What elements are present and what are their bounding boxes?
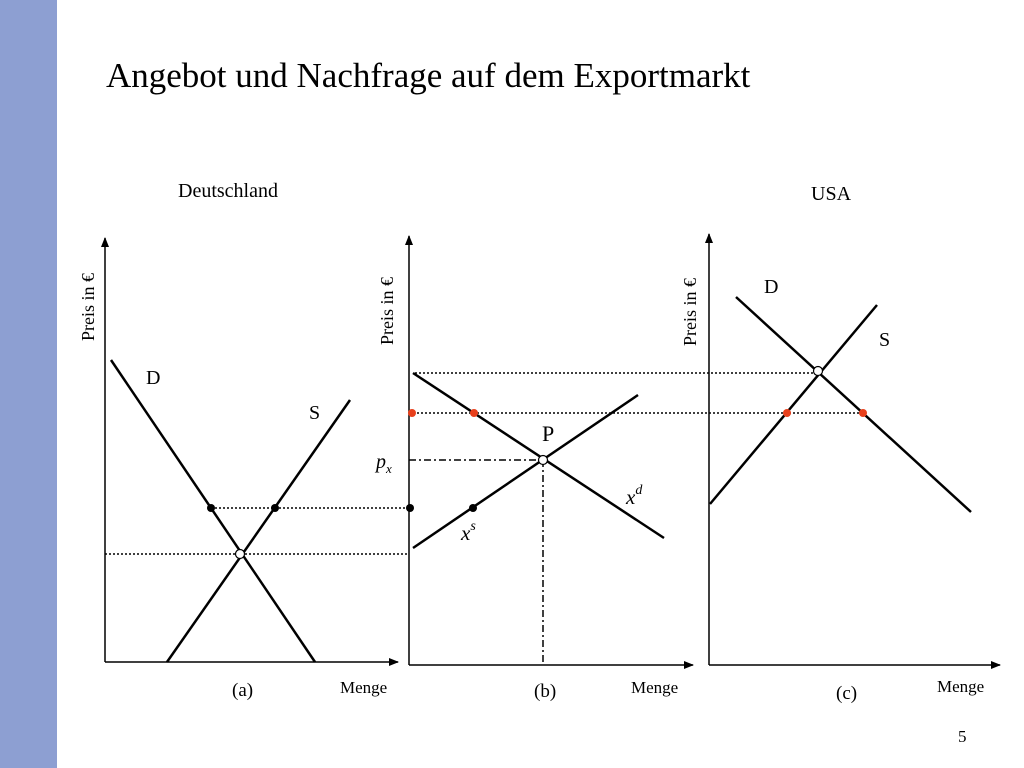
panel-b: Preis in € Menge (b) px P xd xs	[374, 235, 866, 702]
panel-b-demand-highlight-point	[470, 409, 478, 417]
panel-b-y-axis-label: Preis in €	[377, 277, 397, 345]
panel-b-demand-curve	[412, 371, 665, 540]
panel-a-supply-point	[271, 504, 279, 512]
panel-b-axis-highlight-point	[408, 409, 416, 417]
panel-c-country-label: USA	[811, 183, 852, 205]
panel-c-caption: (c)	[836, 683, 857, 704]
panel-c-equilibrium-point	[812, 365, 824, 377]
panel-c-x-axis-label: Menge	[937, 677, 984, 696]
panel-a-equilibrium-point	[234, 548, 246, 560]
panel-c-demand-curve	[735, 296, 972, 513]
panel-b-equilibrium-label: P	[542, 421, 554, 446]
panel-a-country-label: Deutschland	[178, 180, 278, 202]
page-number: 5	[958, 727, 967, 746]
panel-c: USA Preis in € Menge (c) D S	[680, 183, 1001, 704]
panel-b-supply-label: xs	[460, 519, 476, 545]
panel-b-price-label: px	[374, 451, 392, 476]
panel-b-supply-point	[469, 504, 477, 512]
panel-b-equilibrium-point	[537, 454, 549, 466]
panel-b-supply-curve	[412, 393, 639, 550]
panel-c-demand-label: D	[764, 276, 778, 298]
panel-a: Deutschland Preis in € Menge (a) D S	[78, 180, 408, 701]
panel-c-supply-curve	[709, 304, 878, 505]
panel-c-supply-highlight-point	[783, 409, 791, 417]
panel-a-x-axis-label: Menge	[340, 678, 387, 697]
panel-b-caption: (b)	[534, 681, 556, 702]
panel-a-caption: (a)	[232, 680, 253, 701]
panel-c-demand-highlight-point	[859, 409, 867, 417]
accent-sidebar	[0, 0, 57, 768]
panel-a-demand-point	[207, 504, 215, 512]
panel-a-y-axis-label: Preis in €	[78, 273, 98, 341]
panel-b-x-axis-label: Menge	[631, 678, 678, 697]
panel-a-supply-curve	[165, 399, 352, 663]
panel-c-y-axis-label: Preis in €	[680, 278, 700, 346]
slide-title: Angebot und Nachfrage auf dem Exportmark…	[106, 56, 751, 95]
panel-a-supply-label: S	[309, 402, 320, 424]
panel-c-supply-label: S	[879, 329, 890, 351]
panel-a-demand-label: D	[146, 367, 160, 389]
panel-b-axis-point	[406, 504, 414, 512]
panel-b-demand-label: xd	[625, 483, 643, 509]
